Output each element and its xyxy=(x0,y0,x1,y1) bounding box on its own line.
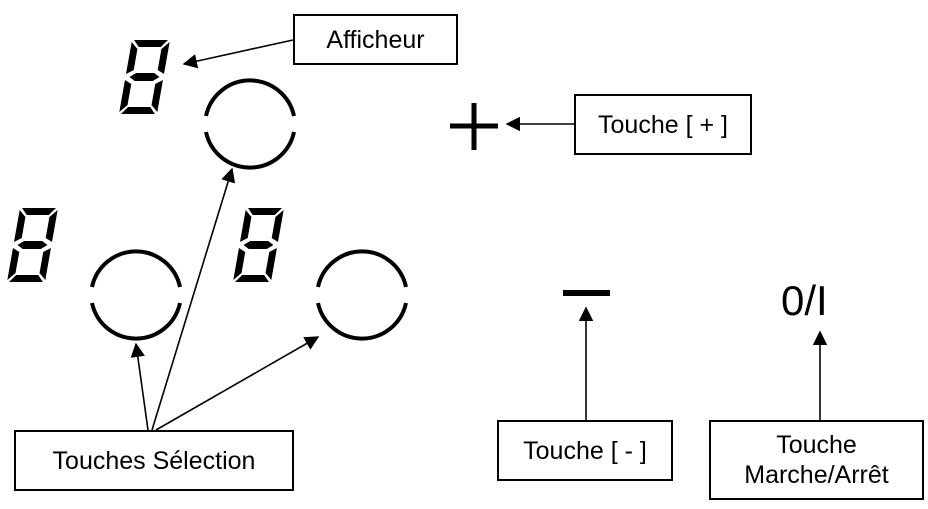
arrow-selection-top xyxy=(151,167,236,431)
selection-keys-label-text: Touches Sélection xyxy=(52,446,256,475)
display-digit-icon-left xyxy=(6,208,58,282)
minus-key-label-text: Touche [ - ] xyxy=(523,436,647,465)
display-label-text: Afficheur xyxy=(326,25,425,54)
display-digit-icon-top xyxy=(118,40,170,114)
selection-ring-icon-left[interactable] xyxy=(90,249,182,341)
plus-key-label-text: Touche [ + ] xyxy=(598,110,728,139)
arrow-selection-left xyxy=(130,342,149,431)
onoff-key-label-line1: Touche xyxy=(776,431,857,459)
selection-ring-icon-middle[interactable] xyxy=(316,249,408,341)
minus-key-label: Touche [ - ] xyxy=(497,420,673,481)
onoff-key-label: Touche Marche/Arrêt xyxy=(709,420,924,500)
selection-ring-icon-top[interactable] xyxy=(204,78,296,170)
display-digit-icon-middle xyxy=(232,208,284,282)
plus-key-label: Touche [ + ] xyxy=(574,94,752,155)
callout-arrows xyxy=(130,39,828,431)
selection-keys-label: Touches Sélection xyxy=(14,430,294,491)
onoff-glyph[interactable]: 0/I xyxy=(781,277,828,324)
arrow-selection-middle xyxy=(155,336,320,431)
onoff-key-label-line2: Marche/Arrêt xyxy=(744,461,889,489)
plus-icon[interactable] xyxy=(450,103,498,150)
display-label: Afficheur xyxy=(293,14,458,65)
arrow-display xyxy=(182,39,294,69)
